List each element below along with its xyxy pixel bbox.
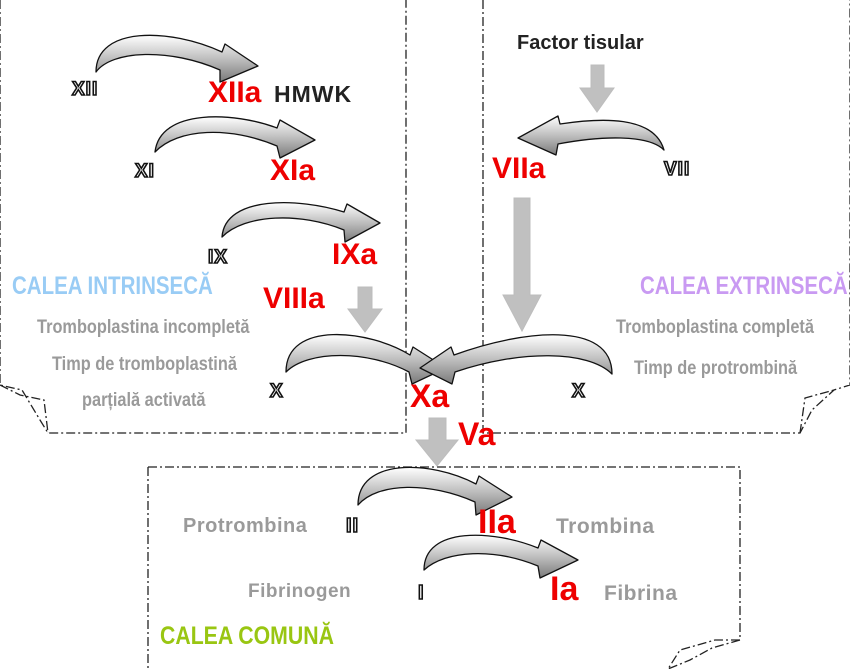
- arrow-intrinsic-x-to-xa: [285, 333, 447, 385]
- factor-x-intrinsic: X: [269, 381, 284, 402]
- intrinsic-pathway-title: CALEA INTRINSECĂ: [12, 272, 213, 300]
- factor-ixa: IXa: [332, 238, 378, 271]
- factor-viia: VIIa: [492, 152, 546, 185]
- arrow-viia-to-x: [502, 197, 542, 333]
- factor-xiia: XIIa: [208, 76, 262, 109]
- factor-iia: IIa: [478, 503, 516, 541]
- factor-ii: II: [345, 515, 360, 537]
- arrow-ii-to-iia: [357, 466, 513, 516]
- intrinsic-panel-fold: [0, 384, 49, 434]
- factor-x-extrinsic: X: [571, 381, 586, 402]
- arrow-ix-to-ixa: [221, 202, 381, 243]
- factor-i: I: [417, 582, 425, 604]
- extrinsic-panel-fold: [799, 389, 835, 434]
- factor-ix: IX: [207, 247, 228, 268]
- extrinsic-panel-border: [482, 0, 850, 434]
- factor-viiia: VIIIa: [263, 282, 325, 315]
- intrinsic-panel-border: [0, 0, 407, 434]
- arrow-extrinsic-x-to-xa: [419, 334, 613, 385]
- arrow-xa-down: [414, 417, 460, 467]
- common-panel-border: [147, 466, 741, 669]
- prothrombin-label: Protrombina: [183, 515, 308, 537]
- intrinsic-test-line-1: Tromboplastina incompletă: [37, 317, 250, 338]
- factor-xi: XI: [134, 161, 155, 182]
- hmwk-label: HMWK: [274, 81, 353, 107]
- fibrinogen-label: Fibrinogen: [248, 581, 352, 602]
- extrinsic-test-line-2: Timp de protrombină: [634, 358, 798, 379]
- arrow-xi-to-xia: [154, 116, 316, 159]
- factor-ia: Ia: [550, 570, 579, 608]
- factor-xa: Xa: [410, 378, 450, 414]
- arrow-vii-to-viia: [517, 115, 665, 156]
- extrinsic-pathway-title: CALEA EXTRINSECĂ: [640, 272, 848, 300]
- arrow-i-to-ia: [423, 534, 579, 579]
- arrow-viiia-down: [347, 286, 383, 333]
- common-panel-fold: [667, 639, 740, 669]
- extrinsic-test-line-1: Tromboplastina completă: [616, 317, 814, 338]
- common-pathway-title: CALEA COMUNĂ: [160, 622, 334, 650]
- fibrin-label: Fibrina: [604, 582, 678, 605]
- factor-vii: VII: [663, 159, 691, 180]
- factor-va: Va: [458, 416, 496, 452]
- tissue-factor-label: Factor tisular: [517, 32, 644, 54]
- factor-xii: XII: [71, 79, 99, 100]
- intrinsic-test-line-2: Timp de tromboplastină: [52, 354, 237, 375]
- thrombin-label: Trombina: [556, 515, 655, 538]
- intrinsic-test-line-3: parțială activată: [82, 390, 206, 411]
- arrow-xii-to-xiia: [95, 34, 259, 83]
- factor-xia: XIa: [270, 154, 316, 187]
- arrow-tissue-factor-down: [579, 64, 615, 113]
